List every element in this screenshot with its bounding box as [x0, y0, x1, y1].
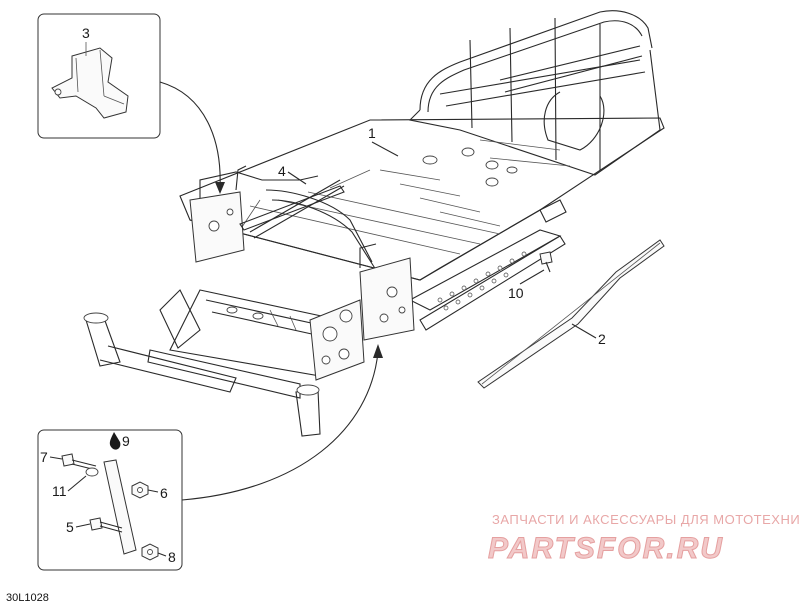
callout-1: 1	[368, 125, 376, 141]
frame-assembly	[83, 10, 665, 437]
diagram-code: 30L1028	[6, 592, 49, 604]
leader-arrow-top	[215, 182, 225, 194]
bracket-part-3-drawing	[51, 42, 129, 119]
inset-hardware: 9 7 11 6 5 8	[37, 429, 183, 571]
cargo-rack	[408, 10, 661, 176]
callout-8: 8	[168, 549, 176, 565]
leader-2	[571, 323, 597, 339]
watermark-tagline: ЗАПЧАСТИ И АКСЕССУАРЫ ДЛЯ МОТОТЕХНИКИ	[492, 512, 800, 527]
hitch-assembly	[83, 289, 365, 437]
bolt-part-7	[61, 453, 97, 471]
callout-3: 3	[82, 25, 90, 41]
drop-icon	[109, 432, 121, 450]
leader-inset-top	[159, 81, 221, 189]
leader-4	[287, 171, 307, 185]
callout-5: 5	[66, 519, 74, 535]
callout-2: 2	[598, 331, 606, 347]
bolt-part-5	[89, 517, 123, 533]
hardware-plate	[103, 459, 137, 555]
inset-part-3: 3	[37, 13, 161, 139]
leader-10	[519, 269, 545, 285]
callout-7: 7	[40, 449, 48, 465]
callout-11: 11	[52, 483, 67, 499]
callout-4: 4	[278, 163, 286, 179]
callout-6: 6	[160, 485, 168, 501]
watermark-logo: PARTSFOR.RU	[488, 532, 724, 565]
side-rail	[408, 199, 567, 331]
callout-9: 9	[122, 433, 130, 449]
leader-arrow-bottom	[373, 344, 383, 358]
callout-10: 10	[508, 285, 524, 301]
watermark: ЗАПЧАСТИ И АКСЕССУАРЫ ДЛЯ МОТОТЕХНИКИ PA…	[488, 512, 800, 566]
bolt-part-10	[539, 251, 553, 273]
centre-uprights	[359, 243, 415, 341]
front-bracket-left	[189, 165, 377, 271]
rail-strip-4	[239, 185, 345, 231]
washer-part-11	[85, 467, 99, 477]
runner-part-2	[477, 239, 665, 389]
leader-inset-bottom	[181, 351, 379, 501]
leader-1	[371, 141, 399, 157]
